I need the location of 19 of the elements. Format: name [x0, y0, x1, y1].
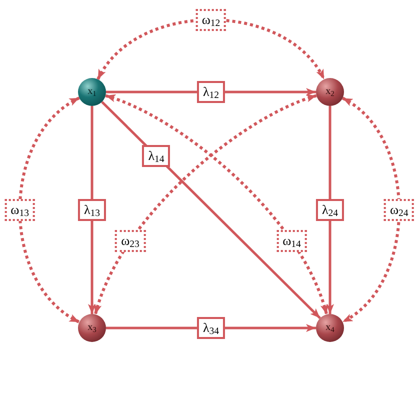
edge-label: ω$_{14}$: [276, 230, 307, 252]
edge-label: λ$_{24}$: [316, 199, 344, 221]
node-label: x$_{4}$: [326, 323, 334, 333]
arrow: [326, 106, 334, 314]
node-label: x$_{3}$: [88, 323, 96, 333]
dotted-double-headed-arrow: [96, 18, 326, 80]
node-label: x$_{2}$: [326, 87, 334, 97]
arrow: [88, 106, 96, 314]
edge-label: λ$_{14}$: [142, 144, 170, 167]
node-label: x$_{1}$: [88, 87, 96, 97]
dotted-double-headed-arrow: [342, 96, 401, 324]
dotted-double-headed-arrow: [18, 96, 80, 324]
edge-label: λ$_{13}$: [78, 199, 106, 221]
edge-label: λ$_{34}$: [196, 317, 226, 339]
edge-label: ω$_{23}$: [115, 230, 146, 252]
edge-label: ω$_{13}$: [4, 199, 35, 221]
edge-label: ω$_{24}$: [384, 199, 414, 221]
edge-label: λ$_{12}$: [196, 81, 226, 103]
edge-label: ω$_{12}$: [196, 8, 226, 31]
